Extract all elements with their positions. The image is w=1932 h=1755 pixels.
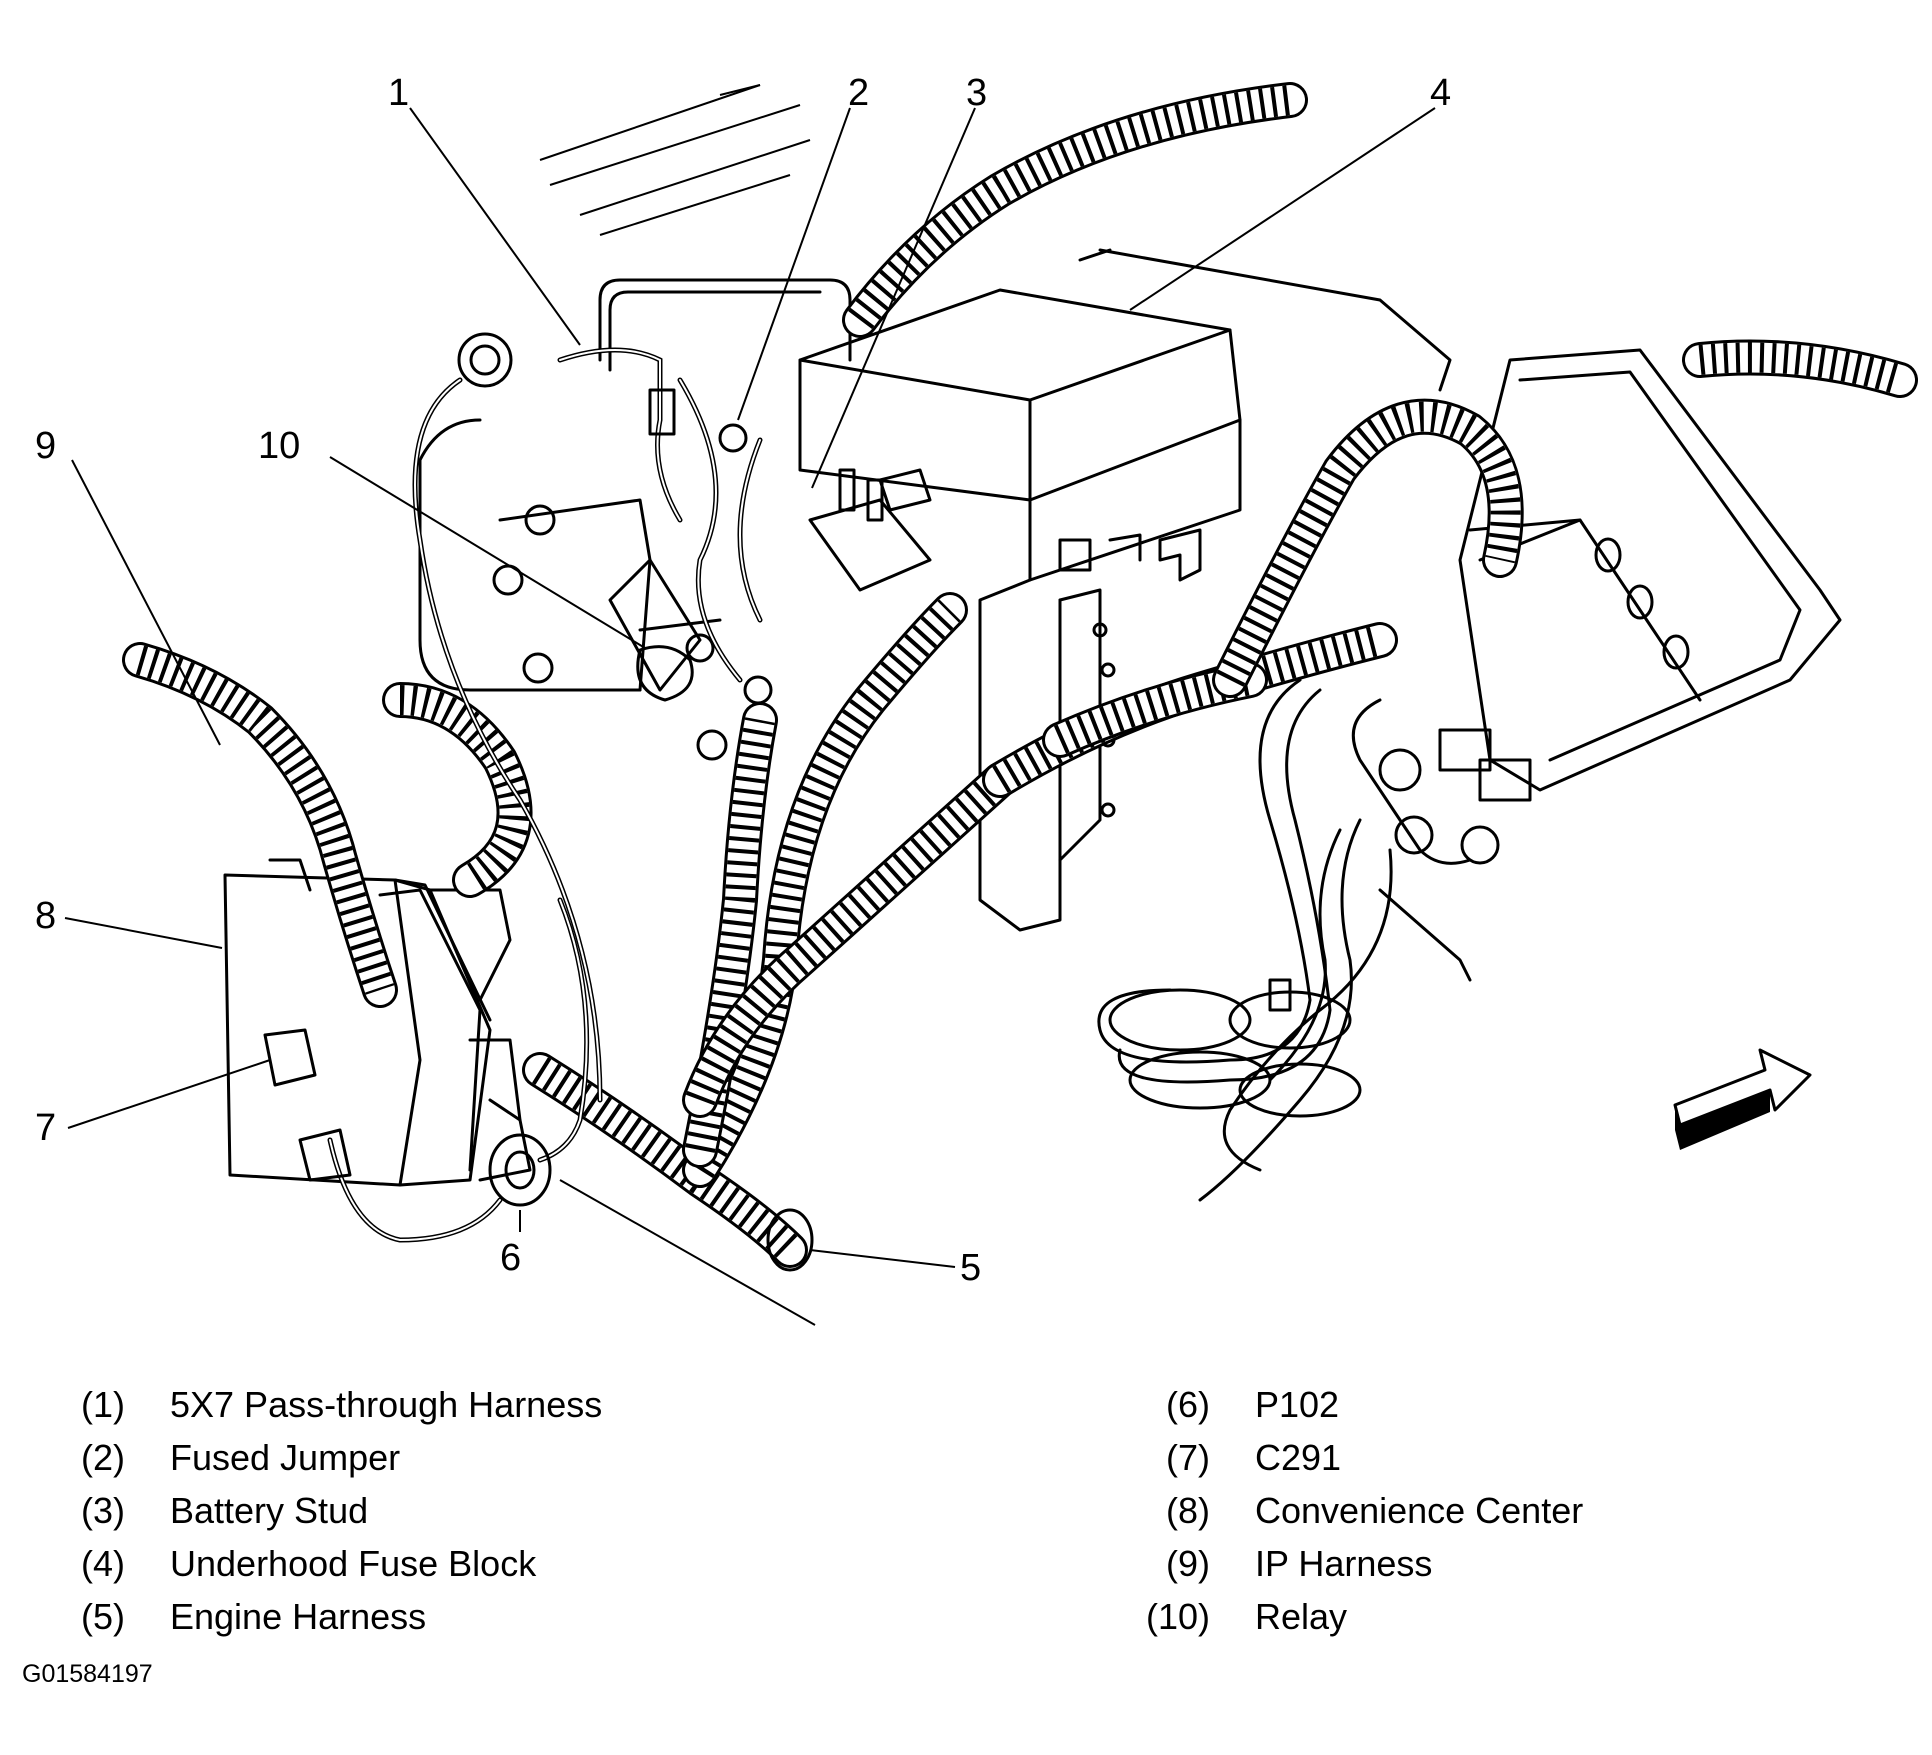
legend-number: (4) bbox=[81, 1543, 125, 1584]
legend-number: (6) bbox=[1166, 1384, 1210, 1425]
legend-item: (9) IP Harness bbox=[1125, 1537, 1583, 1590]
callout-9: 9 bbox=[35, 425, 56, 467]
legend-right-column: (6) P102 (7) C291 (8) Convenience Center (9… bbox=[1125, 1378, 1583, 1643]
firewall-bracket bbox=[418, 278, 852, 692]
underhood-fuse-block bbox=[798, 248, 1452, 932]
legend-number: (5) bbox=[81, 1596, 125, 1637]
callout-10: 10 bbox=[258, 425, 300, 467]
callout-4: 4 bbox=[1430, 72, 1451, 114]
legend-item: (7) C291 bbox=[1125, 1431, 1583, 1484]
callout-8: 8 bbox=[35, 895, 56, 937]
legend-label: 5X7 Pass-through Harness bbox=[170, 1384, 603, 1425]
forward-direction-arrow-icon bbox=[1673, 1048, 1812, 1150]
figure-id: G01584197 bbox=[22, 1660, 153, 1688]
legend-label: C291 bbox=[1255, 1437, 1342, 1478]
legend-item: (4) Underhood Fuse Block bbox=[40, 1537, 602, 1590]
legend-label: Battery Stud bbox=[170, 1490, 369, 1531]
legend-number: (1) bbox=[81, 1384, 125, 1425]
legend-item: (10) Relay bbox=[1125, 1590, 1583, 1643]
legend-item: (2) Fused Jumper bbox=[40, 1431, 602, 1484]
callout-6: 6 bbox=[500, 1237, 521, 1279]
callout-1: 1 bbox=[388, 72, 409, 114]
legend-number: (3) bbox=[81, 1490, 125, 1531]
legend-item: (8) Convenience Center bbox=[1125, 1484, 1583, 1537]
legend-label: IP Harness bbox=[1255, 1543, 1433, 1584]
fluid-lines bbox=[1097, 678, 1472, 1202]
callout-2: 2 bbox=[848, 72, 869, 114]
legend-label: Fused Jumper bbox=[170, 1437, 401, 1478]
callout-7: 7 bbox=[35, 1107, 56, 1149]
legend-number: (10) bbox=[1145, 1596, 1210, 1637]
relay-body bbox=[608, 558, 722, 702]
legend-item: (6) P102 bbox=[1125, 1378, 1583, 1431]
legend-label: Underhood Fuse Block bbox=[170, 1543, 537, 1584]
legend-left-column: (1) 5X7 Pass-through Harness (2) Fused Jum… bbox=[40, 1378, 602, 1643]
legend-item: (3) Battery Stud bbox=[40, 1484, 602, 1537]
legend-number: (9) bbox=[1166, 1543, 1210, 1584]
hood-outline bbox=[539, 84, 811, 236]
harness-conduits bbox=[122, 82, 1918, 1268]
legend-label: Relay bbox=[1255, 1596, 1348, 1637]
convenience-center-box bbox=[223, 858, 532, 1187]
leader-lines bbox=[64, 107, 1436, 1326]
callout-labels: 1 2 3 4 5 6 7 8 9 10 bbox=[35, 72, 1451, 1289]
legend-label: Convenience Center bbox=[1255, 1490, 1584, 1531]
legend-label: P102 bbox=[1255, 1384, 1340, 1425]
legend-item: (5) Engine Harness bbox=[40, 1590, 602, 1643]
wiring-diagram: 1 2 3 4 5 6 7 8 9 10 bbox=[35, 72, 1918, 1326]
legend-label: Engine Harness bbox=[170, 1596, 427, 1637]
callout-3: 3 bbox=[966, 72, 987, 114]
legend-number: (2) bbox=[81, 1437, 125, 1478]
legend-item: (1) 5X7 Pass-through Harness bbox=[40, 1378, 602, 1431]
battery-stud-bracket bbox=[808, 468, 932, 592]
legend-number: (7) bbox=[1166, 1437, 1210, 1478]
callout-5: 5 bbox=[960, 1247, 981, 1289]
legend-number: (8) bbox=[1166, 1490, 1210, 1531]
connectors bbox=[263, 332, 814, 1272]
